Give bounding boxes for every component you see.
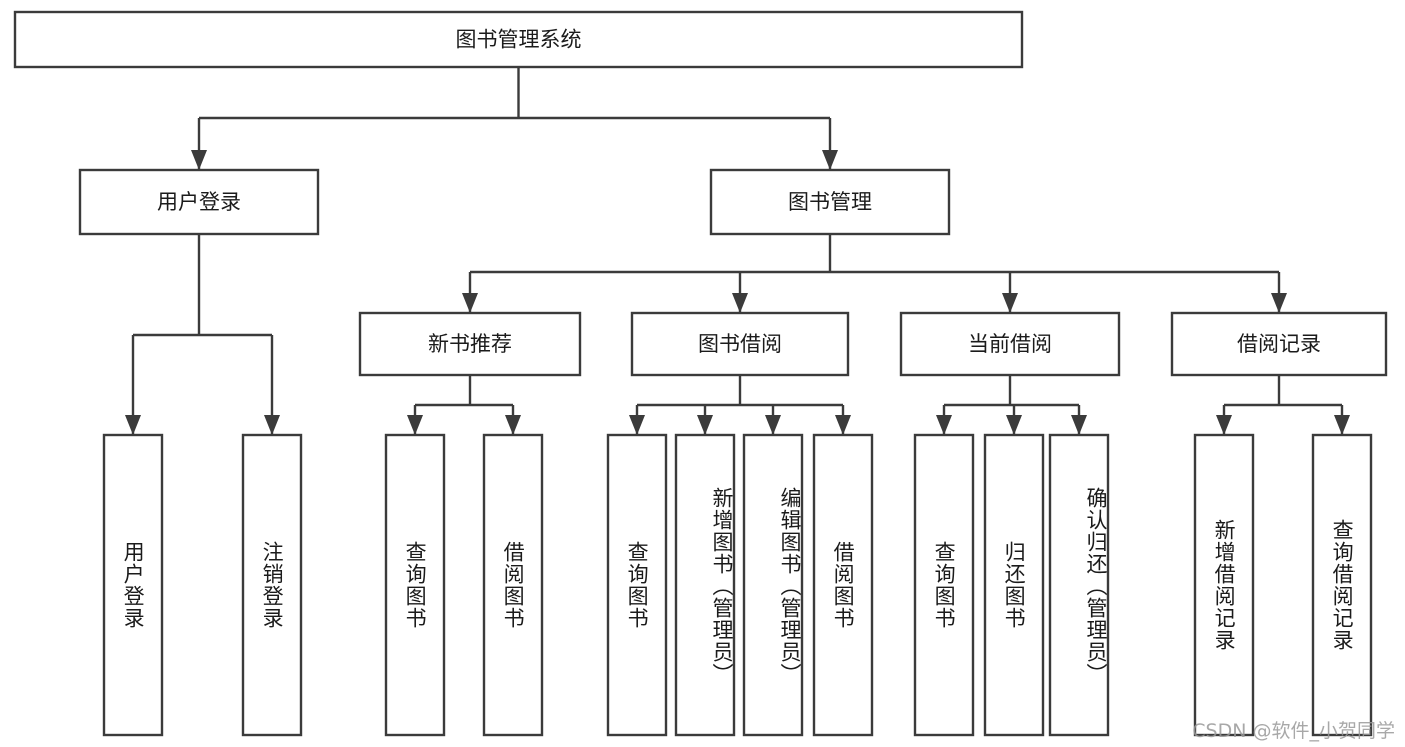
arrow-head-icon xyxy=(629,415,645,435)
node-l-login[interactable]: 用户登录 xyxy=(102,433,164,737)
arrow-head-icon xyxy=(1334,415,1350,435)
node-l-editbook[interactable]: 编辑图书（管理员） xyxy=(742,433,804,737)
node-box xyxy=(899,311,1121,377)
node-l-logout[interactable]: 注销登录 xyxy=(241,433,303,737)
node-label-vertical-wrap: 确认归还（管理员） xyxy=(1084,487,1107,685)
arrow-head-icon xyxy=(407,415,423,435)
node-box xyxy=(13,10,1024,69)
node-l-query2[interactable]: 查询图书 xyxy=(606,433,668,737)
node-label-vertical-wrap: 编辑图书（管理员） xyxy=(778,487,801,685)
node-box xyxy=(983,433,1045,737)
node-label: 查询图书 xyxy=(403,541,428,629)
arrow-head-icon xyxy=(697,415,713,435)
node-newbook[interactable]: 新书推荐 xyxy=(358,311,582,377)
node-l-query3[interactable]: 查询图书 xyxy=(913,433,975,737)
node-l-addrec[interactable]: 新增借阅记录 xyxy=(1193,433,1255,737)
arrow-head-icon xyxy=(264,415,280,435)
node-label: 当前借阅 xyxy=(968,332,1052,356)
node-box xyxy=(1311,433,1373,737)
arrow-head-icon xyxy=(1216,415,1232,435)
arrow-head-icon xyxy=(462,293,478,313)
node-box xyxy=(812,433,874,737)
node-box xyxy=(913,433,975,737)
node-label-vertical-wrap: 查询图书 xyxy=(625,541,650,629)
node-l-borrow2[interactable]: 借阅图书 xyxy=(812,433,874,737)
node-box xyxy=(674,433,736,737)
node-label-vertical-wrap: 用户登录 xyxy=(121,541,146,629)
node-box xyxy=(606,433,668,737)
node-box xyxy=(1193,433,1255,737)
node-label: 注销登录 xyxy=(260,541,285,629)
node-box xyxy=(482,433,544,737)
arrow-head-icon xyxy=(505,415,521,435)
arrow-head-icon xyxy=(191,150,207,170)
node-l-confirm[interactable]: 确认归还（管理员） xyxy=(1048,433,1110,737)
node-l-addbook[interactable]: 新增图书（管理员） xyxy=(674,433,736,737)
node-label: 用户登录 xyxy=(157,190,241,214)
node-box xyxy=(358,311,582,377)
node-label: 借阅图书 xyxy=(501,541,526,629)
node-box xyxy=(1048,433,1110,737)
node-label-vertical-wrap: 借阅图书 xyxy=(831,541,856,629)
node-box xyxy=(742,433,804,737)
arrow-head-icon xyxy=(765,415,781,435)
node-label-vertical-wrap: 归还图书 xyxy=(1002,541,1027,629)
node-l-return[interactable]: 归还图书 xyxy=(983,433,1045,737)
arrow-head-icon xyxy=(1071,415,1087,435)
node-label-vertical-wrap: 新增图书（管理员） xyxy=(710,487,733,685)
node-label: 查询借阅记录 xyxy=(1330,519,1355,651)
node-login[interactable]: 用户登录 xyxy=(78,168,320,236)
arrow-head-icon xyxy=(835,415,851,435)
node-label: 归还图书 xyxy=(1002,541,1027,629)
node-label-vertical-wrap: 注销登录 xyxy=(260,541,285,629)
node-label-vertical-wrap: 查询图书 xyxy=(932,541,957,629)
node-label: 借阅记录 xyxy=(1237,332,1321,356)
node-label: 用户登录 xyxy=(121,541,146,629)
node-label-vertical-wrap: 查询借阅记录 xyxy=(1330,519,1355,651)
arrow-head-icon xyxy=(936,415,952,435)
node-current[interactable]: 当前借阅 xyxy=(899,311,1121,377)
node-label: 确认归还（管理员） xyxy=(1084,487,1107,685)
node-label: 新增借阅记录 xyxy=(1212,519,1237,651)
arrow-head-icon xyxy=(1271,293,1287,313)
node-box xyxy=(241,433,303,737)
node-l-queryrec[interactable]: 查询借阅记录 xyxy=(1311,433,1373,737)
node-label-vertical-wrap: 新增借阅记录 xyxy=(1212,519,1237,651)
arrow-head-icon xyxy=(1002,293,1018,313)
arrow-head-icon xyxy=(1006,415,1022,435)
node-box xyxy=(102,433,164,737)
node-label: 查询图书 xyxy=(625,541,650,629)
node-box xyxy=(78,168,320,236)
node-label: 图书借阅 xyxy=(698,332,782,356)
arrow-head-icon xyxy=(125,415,141,435)
node-box xyxy=(384,433,446,737)
node-label-vertical-wrap: 借阅图书 xyxy=(501,541,526,629)
arrow-head-icon xyxy=(732,293,748,313)
node-label: 图书管理系统 xyxy=(456,28,582,52)
node-layer: 图书管理系统用户登录图书管理新书推荐图书借阅当前借阅借阅记录用户登录注销登录查询… xyxy=(13,10,1388,737)
node-box xyxy=(1170,311,1388,377)
arrow-head-icon xyxy=(822,150,838,170)
edge-layer xyxy=(125,67,1350,435)
node-bookmgmt[interactable]: 图书管理 xyxy=(709,168,951,236)
node-root[interactable]: 图书管理系统 xyxy=(13,10,1024,69)
csdn-watermark: CSDN @软件_小贺同学 xyxy=(1192,720,1395,742)
node-records[interactable]: 借阅记录 xyxy=(1170,311,1388,377)
node-l-query1[interactable]: 查询图书 xyxy=(384,433,446,737)
node-l-borrow1[interactable]: 借阅图书 xyxy=(482,433,544,737)
node-label: 查询图书 xyxy=(932,541,957,629)
node-box xyxy=(709,168,951,236)
node-label: 新增图书（管理员） xyxy=(710,487,733,685)
node-label: 新书推荐 xyxy=(428,332,512,356)
node-box xyxy=(630,311,850,377)
node-label: 借阅图书 xyxy=(831,541,856,629)
node-label: 图书管理 xyxy=(788,190,872,214)
node-label: 编辑图书（管理员） xyxy=(778,487,801,685)
node-borrow[interactable]: 图书借阅 xyxy=(630,311,850,377)
node-label-vertical-wrap: 查询图书 xyxy=(403,541,428,629)
